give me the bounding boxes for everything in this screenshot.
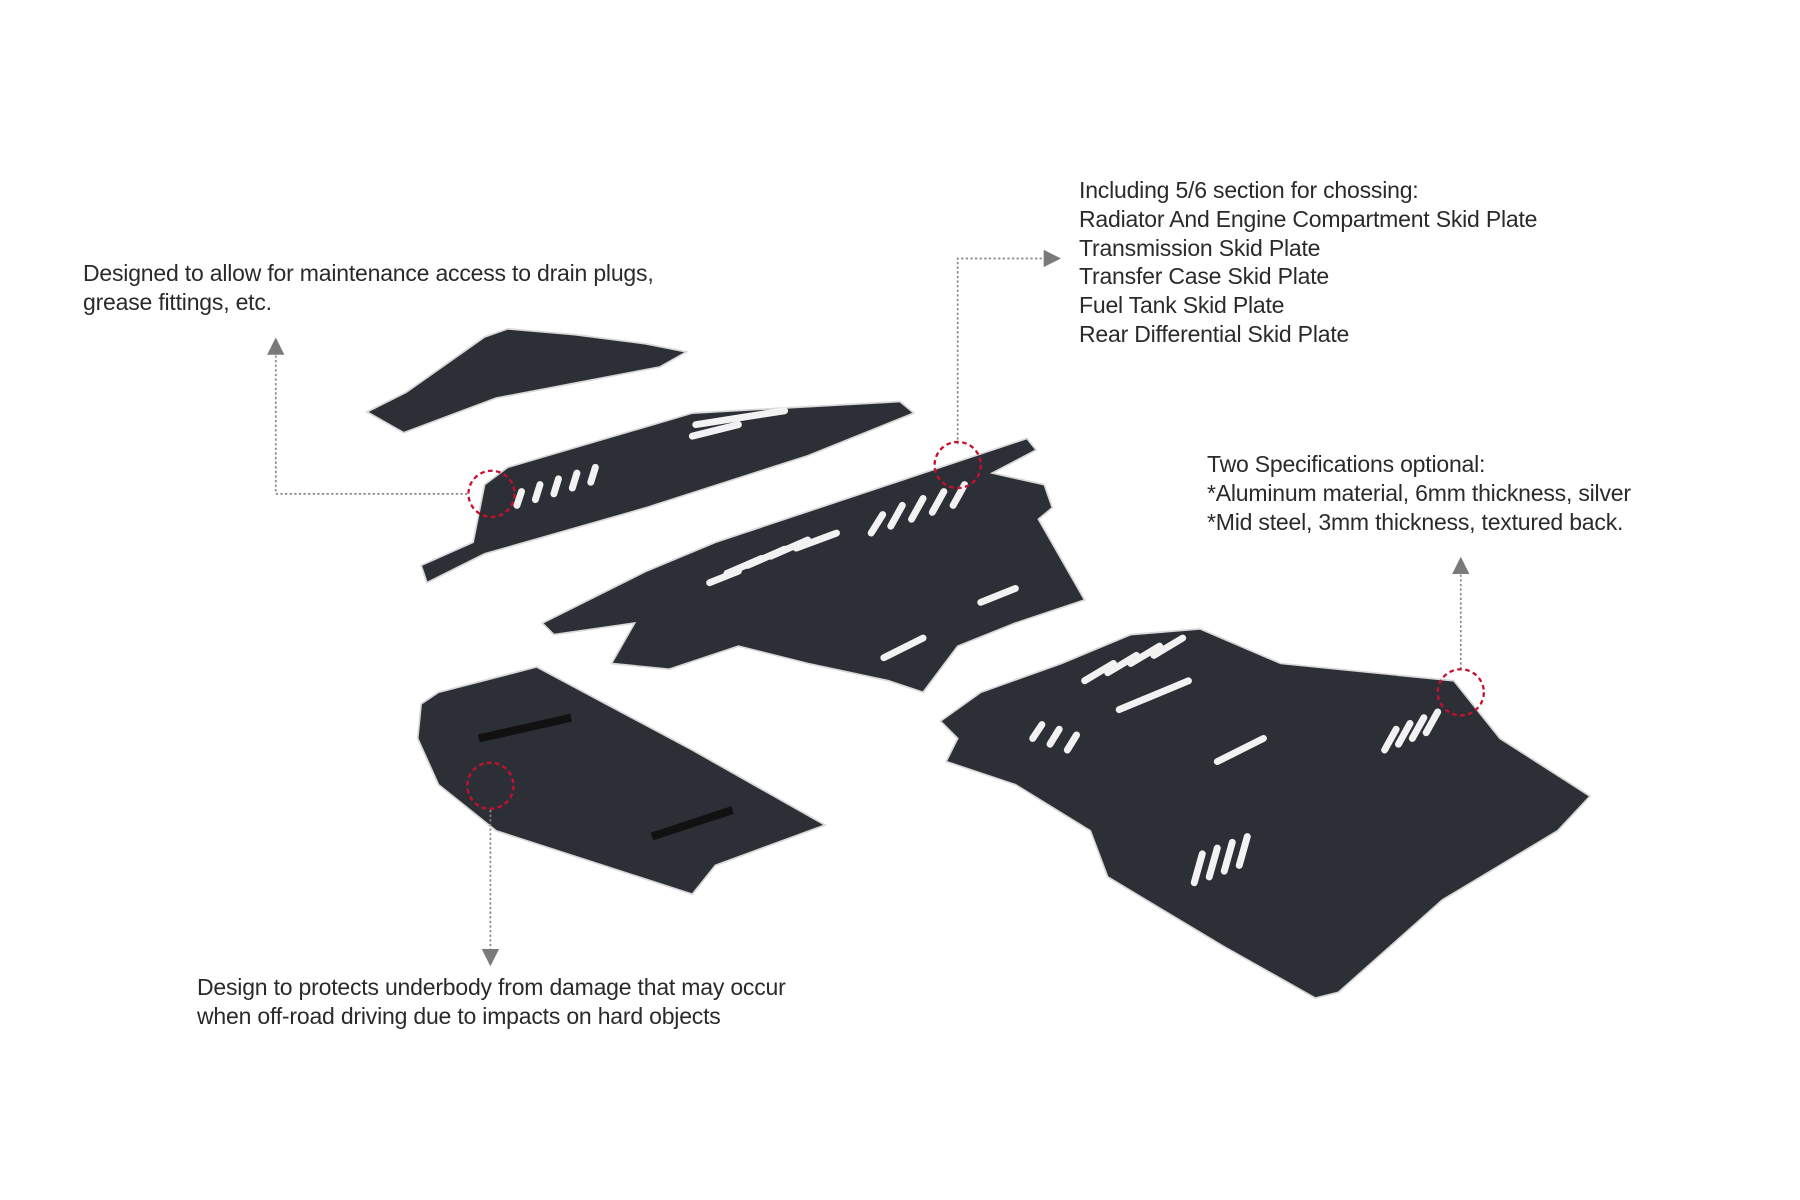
callout-specifications: Two Specifications optional: *Aluminum m…	[1207, 450, 1631, 536]
fuel-tank-skid-plate	[416, 666, 828, 896]
callout-sections: Including 5/6 section for chossing: Radi…	[1079, 176, 1537, 349]
marker-circle-specs	[1436, 668, 1485, 717]
callout-line: *Mid steel, 3mm thickness, textured back…	[1207, 508, 1624, 535]
callout-maintenance-access: Designed to allow for maintenance access…	[83, 259, 654, 317]
callout-underbody-protection: Design to protects underbody from damage…	[197, 973, 786, 1031]
callout-line: Fuel Tank Skid Plate	[1079, 292, 1285, 319]
vent-slots	[513, 407, 1442, 887]
leader-line-sections	[956, 249, 1061, 445]
engine-skid-plate	[420, 400, 916, 584]
callout-line: when off-road driving due to impacts on …	[197, 1002, 721, 1029]
transmission-skid-plate	[540, 437, 1086, 694]
pad-slots	[477, 713, 734, 841]
leader-line-access	[267, 337, 468, 495]
transfer-case-skid-plate	[939, 627, 1592, 999]
marker-circle-sections	[933, 440, 982, 490]
callout-line: *Aluminum material, 6mm thickness, silve…	[1207, 479, 1631, 506]
callout-line: Design to protects underbody from damage…	[197, 974, 786, 1000]
callout-line: Transmission Skid Plate	[1079, 234, 1321, 261]
callout-line: Rear Differential Skid Plate	[1079, 320, 1350, 347]
radiator-skid-plate	[365, 327, 689, 434]
callout-line: grease fittings, etc.	[83, 288, 272, 315]
callout-line: Radiator And Engine Compartment Skid Pla…	[1079, 205, 1538, 232]
marker-circle-access	[467, 469, 516, 519]
callout-line: Designed to allow for maintenance access…	[83, 260, 654, 286]
marker-circle-protect	[466, 761, 515, 810]
callout-line: Including 5/6 section for chossing:	[1079, 177, 1419, 203]
callout-line: Two Specifications optional:	[1207, 451, 1486, 477]
callout-line: Transfer Case Skid Plate	[1079, 263, 1330, 290]
